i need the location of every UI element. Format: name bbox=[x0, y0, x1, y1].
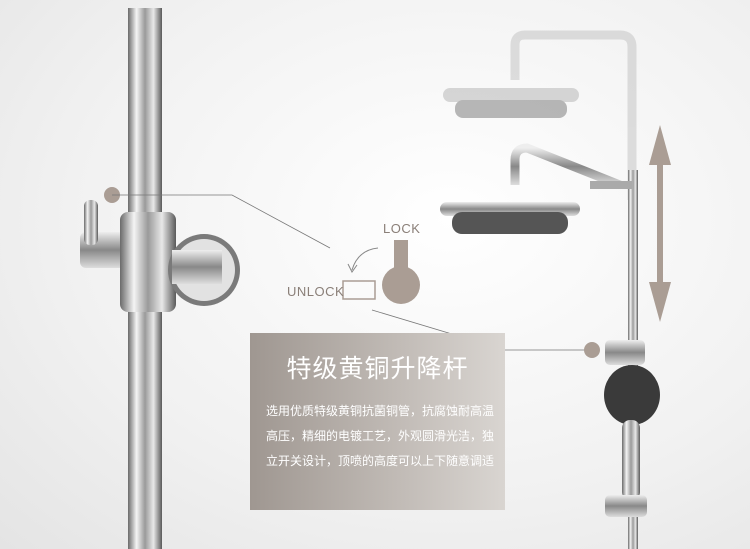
height-adjust-arrow-icon bbox=[649, 125, 671, 322]
feature-panel: 特级黄铜升降杆 选用优质特级黄铜抗菌铜管，抗腐蚀耐高温高压，精细的电镀工艺，外观… bbox=[250, 333, 505, 510]
unlock-label: UNLOCK bbox=[287, 284, 345, 299]
bracket-lock-knob bbox=[80, 200, 240, 312]
lock-label: LOCK bbox=[383, 221, 421, 236]
feature-title: 特级黄铜升降杆 bbox=[286, 354, 469, 383]
hand-shower bbox=[604, 340, 660, 517]
lock-icon bbox=[342, 240, 420, 304]
feature-description: 选用优质特级黄铜抗菌铜管，抗腐蚀耐高温高压，精细的电镀工艺，外观圆滑光洁，独立开… bbox=[266, 404, 495, 468]
shower-head-raised bbox=[443, 30, 637, 200]
callout-dot bbox=[584, 342, 600, 358]
